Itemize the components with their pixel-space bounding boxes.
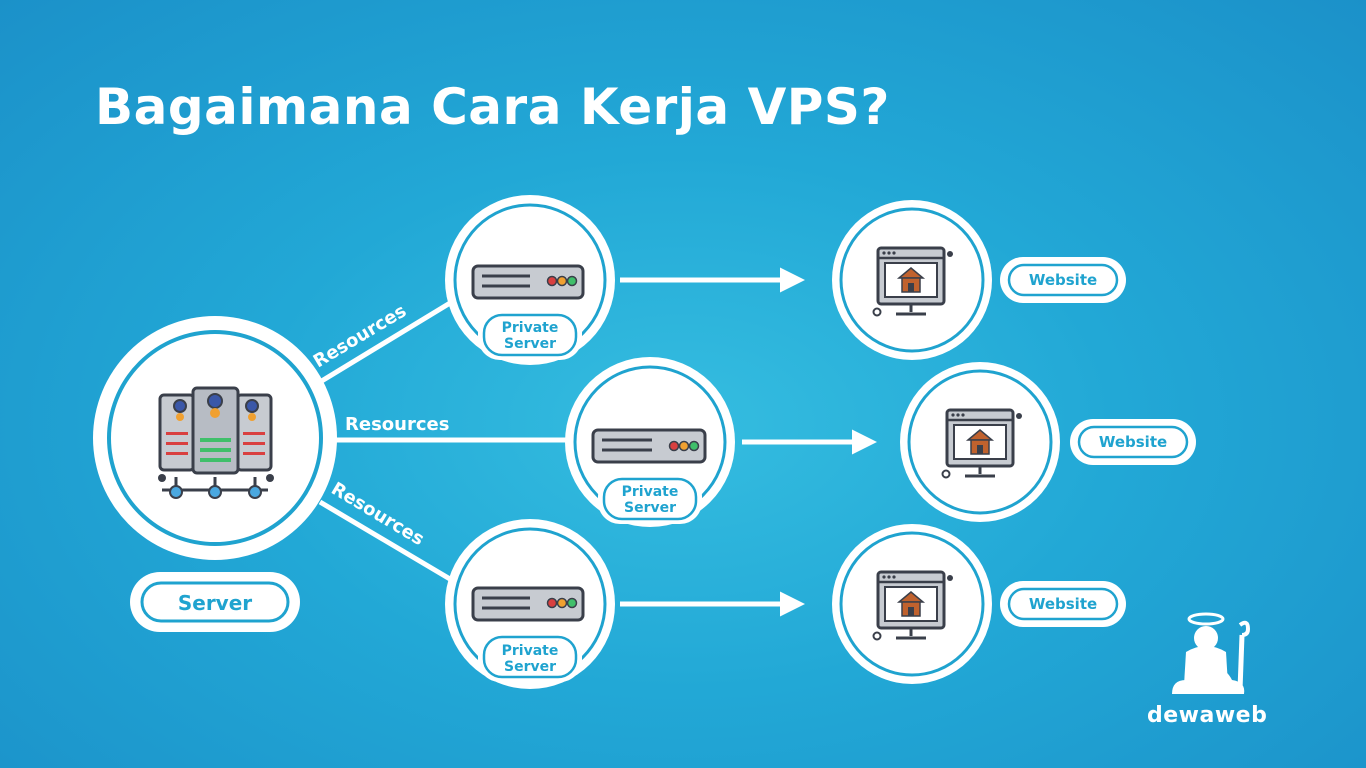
- website-monitor-icon: [941, 408, 1022, 479]
- website-label-pill-bottom: Website: [1000, 581, 1126, 627]
- home-icon: [896, 591, 926, 617]
- brand-logo-text: dewaweb: [1147, 703, 1268, 728]
- private-server-label-line1: Private: [502, 643, 559, 659]
- angel-mascot-icon: [1172, 612, 1251, 694]
- resources-label-middle: Resources: [345, 414, 449, 435]
- website-label: Website: [1029, 595, 1097, 613]
- server-node: [93, 316, 337, 560]
- private-server-label-line2: Server: [504, 659, 556, 675]
- website-label: Website: [1099, 433, 1167, 451]
- private-server-icon: [471, 264, 585, 300]
- private-server-label-line1: Private: [502, 320, 559, 336]
- website-label: Website: [1029, 271, 1097, 289]
- connector-line-top: [318, 297, 457, 385]
- website-monitor-icon: [872, 246, 953, 317]
- server-rack-icon: [158, 386, 274, 499]
- private-server-label-line1: Private: [622, 484, 679, 500]
- website-monitor-icon: [872, 570, 953, 641]
- website-label-pill-top: Website: [1000, 257, 1126, 303]
- server-label: Server: [178, 591, 252, 615]
- connector-line-bottom: [318, 499, 457, 585]
- private-server-icon: [471, 586, 585, 622]
- private-server-node-top: Private Server: [445, 195, 615, 365]
- website-node-bottom: [832, 524, 992, 684]
- private-server-node-bottom: Private Server: [445, 519, 615, 689]
- home-icon: [965, 429, 995, 455]
- home-icon: [896, 267, 926, 293]
- website-label-pill-middle: Website: [1070, 419, 1196, 465]
- website-node-middle: [900, 362, 1060, 522]
- website-node-top: [832, 200, 992, 360]
- page-title: Bagaimana Cara Kerja VPS?: [95, 78, 890, 136]
- private-server-node-middle: Private Server: [565, 357, 735, 527]
- private-server-label-line2: Server: [504, 336, 556, 352]
- private-server-icon: [591, 428, 707, 464]
- private-server-label-line2: Server: [624, 500, 676, 516]
- server-label-pill: Server: [130, 572, 300, 632]
